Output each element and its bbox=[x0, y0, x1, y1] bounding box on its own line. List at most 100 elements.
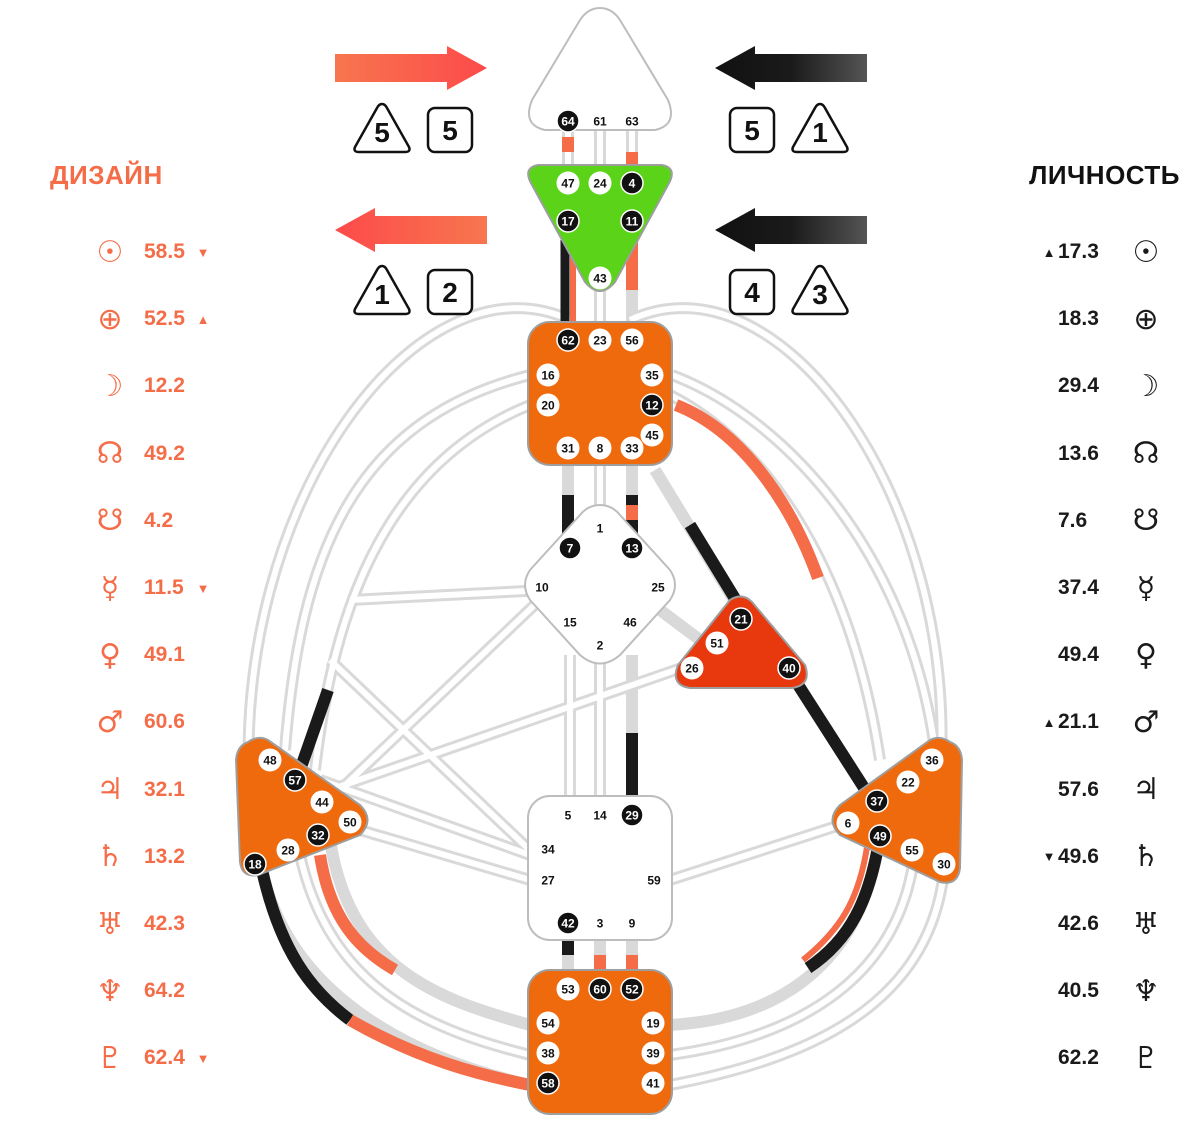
gate-13[interactable]: 13 bbox=[620, 536, 644, 560]
gate-3[interactable]: 3 bbox=[597, 917, 604, 931]
gate-62[interactable]: 62 bbox=[556, 328, 580, 352]
gate-number: 63 bbox=[625, 115, 639, 129]
exalted-up-icon: ▲ bbox=[1042, 244, 1056, 260]
gate-39[interactable]: 39 bbox=[641, 1041, 665, 1065]
gate-48[interactable]: 48 bbox=[258, 748, 282, 772]
gate-9[interactable]: 9 bbox=[629, 917, 636, 931]
gate-25[interactable]: 25 bbox=[651, 581, 665, 595]
gate-27[interactable]: 27 bbox=[541, 874, 555, 888]
gate-33[interactable]: 33 bbox=[620, 436, 644, 460]
personality-row-saturn: ▼49.6♄ bbox=[1040, 837, 1166, 877]
gate-number: 34 bbox=[541, 843, 555, 857]
design-row-neptune: ♆64.2 bbox=[90, 971, 212, 1011]
gate-52[interactable]: 52 bbox=[620, 977, 644, 1001]
gate-24[interactable]: 24 bbox=[588, 171, 612, 195]
gate-59[interactable]: 59 bbox=[647, 874, 661, 888]
gate-54[interactable]: 54 bbox=[536, 1011, 560, 1035]
square-box: 4 bbox=[728, 268, 776, 316]
ego-center[interactable] bbox=[674, 595, 808, 689]
gate-22[interactable]: 22 bbox=[896, 770, 920, 794]
square-box: 5 bbox=[728, 106, 776, 154]
gate-45[interactable]: 45 bbox=[640, 423, 664, 447]
channel-12-22 bbox=[667, 389, 886, 761]
gate-28[interactable]: 28 bbox=[276, 838, 300, 862]
personality-row-jupiter: 57.6♃ bbox=[1040, 770, 1166, 810]
gate-57[interactable]: 57 bbox=[283, 768, 307, 792]
gate-2[interactable]: 2 bbox=[597, 639, 604, 653]
gate-1[interactable]: 1 bbox=[597, 522, 604, 536]
gate-number: 7 bbox=[567, 542, 574, 556]
gate-60[interactable]: 60 bbox=[588, 977, 612, 1001]
gate-44[interactable]: 44 bbox=[310, 790, 334, 814]
gate-53[interactable]: 53 bbox=[556, 977, 580, 1001]
gate-41[interactable]: 41 bbox=[641, 1071, 665, 1095]
gate-34[interactable]: 34 bbox=[541, 843, 555, 857]
head-center[interactable] bbox=[528, 6, 672, 131]
gate-50[interactable]: 50 bbox=[338, 810, 362, 834]
gate-19[interactable]: 19 bbox=[641, 1011, 665, 1035]
gate-20[interactable]: 20 bbox=[536, 393, 560, 417]
ajna-center[interactable] bbox=[527, 164, 673, 292]
throat-center[interactable] bbox=[527, 321, 673, 466]
gate-49[interactable]: 49 bbox=[868, 824, 892, 848]
gate-38[interactable]: 38 bbox=[536, 1041, 560, 1065]
gate-64[interactable]: 64 bbox=[556, 109, 580, 133]
gate-37[interactable]: 37 bbox=[865, 789, 889, 813]
gate-31[interactable]: 31 bbox=[556, 436, 580, 460]
gate-number: 38 bbox=[541, 1047, 555, 1061]
gate-47[interactable]: 47 bbox=[556, 171, 580, 195]
gate-21[interactable]: 21 bbox=[729, 607, 753, 631]
south-node-icon: ☋ bbox=[1132, 503, 1160, 539]
gate-42[interactable]: 42 bbox=[556, 911, 580, 935]
gate-4[interactable]: 4 bbox=[620, 171, 644, 195]
gate-23[interactable]: 23 bbox=[588, 328, 612, 352]
gate-number: 8 bbox=[597, 442, 604, 456]
root-center[interactable] bbox=[527, 969, 673, 1115]
gate-32-activation bbox=[314, 854, 398, 976]
gate-18[interactable]: 18 bbox=[243, 852, 267, 876]
gate-46[interactable]: 46 bbox=[623, 616, 637, 630]
gate-55[interactable]: 55 bbox=[900, 838, 924, 862]
gate-61[interactable]: 61 bbox=[593, 115, 607, 129]
gate-15[interactable]: 15 bbox=[563, 616, 577, 630]
gate-number: 24 bbox=[593, 177, 607, 191]
mars-icon: ♂ bbox=[96, 704, 124, 740]
gate-17[interactable]: 17 bbox=[556, 209, 580, 233]
gate-10[interactable]: 10 bbox=[535, 581, 549, 595]
gate-40[interactable]: 40 bbox=[777, 656, 801, 680]
gate-35[interactable]: 35 bbox=[640, 363, 664, 387]
gate-58[interactable]: 58 bbox=[536, 1071, 560, 1095]
spleen-center[interactable] bbox=[234, 736, 369, 877]
gate-5[interactable]: 5 bbox=[565, 809, 572, 823]
gate-63[interactable]: 63 bbox=[625, 115, 639, 129]
solar-plexus-center[interactable] bbox=[831, 736, 964, 884]
square-box: 2 bbox=[426, 268, 474, 316]
gate-26[interactable]: 26 bbox=[680, 656, 704, 680]
gate-16[interactable]: 16 bbox=[536, 363, 560, 387]
gate-14[interactable]: 14 bbox=[593, 809, 607, 823]
gate-number: 48 bbox=[263, 754, 277, 768]
personality-row-south-node: 7.6☋ bbox=[1040, 501, 1166, 541]
planet-value: 32.1 bbox=[144, 777, 185, 801]
gate-43[interactable]: 43 bbox=[588, 266, 612, 290]
saturn-icon: ♄ bbox=[1132, 839, 1160, 875]
variable-value: 1 bbox=[812, 117, 828, 148]
gate-56[interactable]: 56 bbox=[620, 328, 644, 352]
gate-29[interactable]: 29 bbox=[620, 803, 644, 827]
planet-value: 12.2 bbox=[144, 374, 185, 398]
gate-6[interactable]: 6 bbox=[836, 811, 860, 835]
gate-36[interactable]: 36 bbox=[920, 748, 944, 772]
gate-7[interactable]: 7 bbox=[558, 536, 582, 560]
gate-11[interactable]: 11 bbox=[620, 209, 644, 233]
gate-12[interactable]: 12 bbox=[640, 393, 664, 417]
gate-30[interactable]: 30 bbox=[932, 852, 956, 876]
gate-32[interactable]: 32 bbox=[306, 823, 330, 847]
personality-row-pluto: 62.2♇ bbox=[1040, 1038, 1166, 1078]
gate-51[interactable]: 51 bbox=[705, 631, 729, 655]
sacral-center[interactable] bbox=[527, 795, 673, 941]
gate-8[interactable]: 8 bbox=[588, 436, 612, 460]
triangle-box: 5 bbox=[353, 102, 411, 154]
gate-57-activation bbox=[294, 688, 334, 772]
